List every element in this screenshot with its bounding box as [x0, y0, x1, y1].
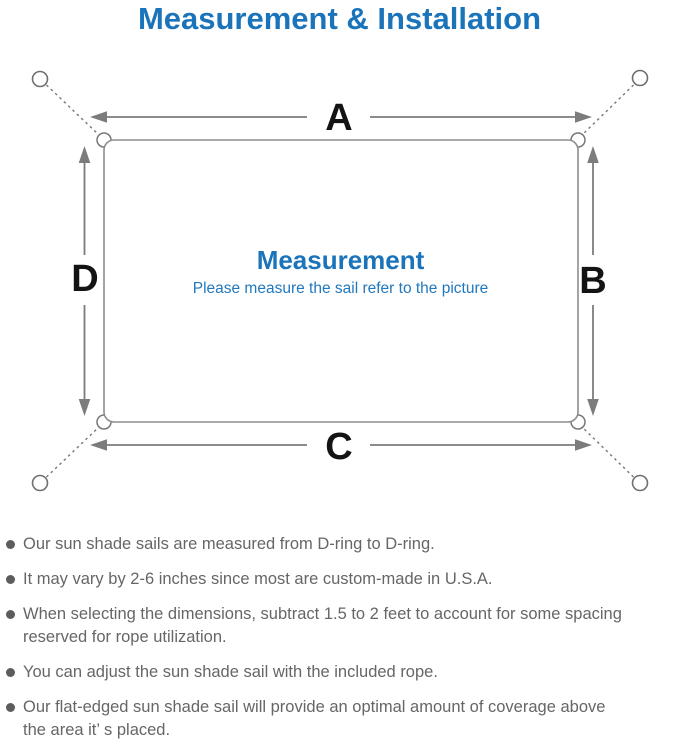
notes-list: Our sun shade sails are measured from D-…	[6, 533, 671, 739]
tie-rope-dashed-lines	[46, 84, 634, 478]
note-text: It may vary by 2-6 inches since most are…	[23, 570, 493, 588]
dimension-label-a: A	[325, 97, 352, 139]
bullet-dot-icon	[6, 540, 15, 549]
shade-sail-rectangle	[103, 139, 579, 423]
measurement-diagram: A B C D	[0, 55, 679, 505]
anchor-ring-icon	[31, 70, 49, 88]
bullet-dot-icon	[6, 703, 15, 712]
note-text: You can adjust the sun shade sail with t…	[23, 663, 438, 681]
rope-bottom-left-line	[46, 425, 101, 478]
note-item: Our sun shade sails are measured from D-…	[6, 533, 671, 556]
note-item: It may vary by 2-6 inches since most are…	[6, 568, 671, 591]
anchor-ring-icon	[631, 474, 649, 492]
note-text: Our flat-edged sun shade sail will provi…	[23, 698, 606, 739]
bullet-dot-icon	[6, 668, 15, 677]
note-item: Our flat-edged sun shade sail will provi…	[6, 696, 671, 739]
diagram-canvas: A B C D	[31, 69, 649, 492]
note-text: When selecting the dimensions, subtract …	[23, 605, 622, 646]
dimension-label-c: C	[325, 426, 352, 468]
note-text: Our sun shade sails are measured from D-…	[23, 535, 435, 553]
dimension-arrowheads-a	[90, 111, 592, 123]
dimension-label-b: B	[579, 260, 606, 302]
dimension-arrowheads-b	[587, 146, 599, 416]
dimension-arrowheads-d	[78, 146, 91, 416]
anchor-ring-icons	[31, 69, 649, 492]
rope-top-left-line	[46, 84, 101, 137]
anchor-ring-icon	[31, 474, 49, 492]
rope-top-right-line	[580, 84, 634, 137]
dimension-label-d: D	[71, 258, 98, 300]
dimension-arrowheads-c	[90, 439, 592, 451]
page-title: Measurement & Installation	[137, 1, 542, 36]
bullet-dot-icon	[6, 610, 15, 619]
bullet-dot-icon	[6, 575, 15, 584]
note-item: You can adjust the sun shade sail with t…	[6, 661, 671, 684]
anchor-ring-icon	[631, 69, 649, 87]
rope-bottom-right-line	[580, 425, 634, 478]
note-item: When selecting the dimensions, subtract …	[6, 603, 671, 649]
